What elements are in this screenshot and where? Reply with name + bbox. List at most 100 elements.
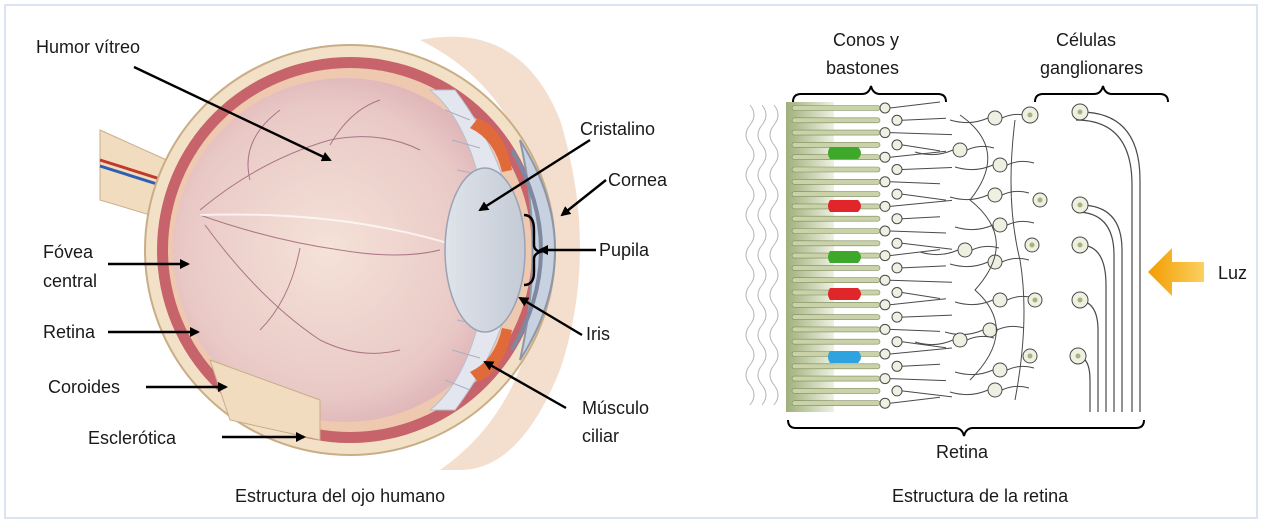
- rod-nucleus-10: [892, 214, 902, 224]
- rod-nucleus-25: [880, 398, 890, 408]
- rod-3: [792, 130, 880, 135]
- rod-18: [792, 315, 880, 320]
- rod-nucleus-22: [892, 361, 902, 371]
- rod-axon-16: [902, 293, 940, 299]
- rod-nucleus-9: [880, 201, 890, 211]
- label-musculo-line2: ciliar: [582, 426, 619, 446]
- rod-axon-1: [890, 102, 940, 108]
- bipolar-cell-10: [953, 143, 967, 157]
- rod-axon-2: [902, 118, 946, 120]
- brace-conos: [793, 86, 946, 102]
- rod-axon-25: [890, 397, 940, 403]
- bipolar-cell-12: [953, 333, 967, 347]
- rod-15: [792, 278, 880, 283]
- bipolar-cell-8: [993, 363, 1007, 377]
- rod-nucleus-7: [880, 177, 890, 187]
- rod-nucleus-23: [880, 374, 890, 384]
- cone-green-2: [828, 251, 861, 263]
- brace-celulas: [1035, 86, 1168, 102]
- bipolar-cell-9: [988, 383, 1002, 397]
- rod-10: [792, 216, 880, 221]
- label-fovea-line2: central: [43, 271, 97, 291]
- label-fovea-line1: Fóvea: [43, 242, 94, 262]
- label-retina-bottom: Retina: [936, 442, 989, 462]
- label-musculo-line1: Músculo: [582, 398, 649, 418]
- light-arrow: [1148, 248, 1204, 296]
- rod-7: [792, 179, 880, 184]
- rod-12: [792, 241, 880, 246]
- brace-retina: [788, 420, 1144, 436]
- rod-axon-12: [902, 243, 952, 249]
- label-celulas-line2: ganglionares: [1040, 58, 1143, 78]
- rod-axon-22: [902, 364, 940, 366]
- rod-axon-6: [902, 168, 952, 170]
- rod-axon-23: [890, 379, 946, 381]
- rod-25: [792, 401, 880, 406]
- neuron-network: [890, 102, 1034, 403]
- rod-axon-17: [890, 299, 946, 305]
- cone-red-2: [828, 288, 861, 300]
- rod-20: [792, 339, 880, 344]
- rod-8: [792, 192, 880, 197]
- rod-11: [792, 229, 880, 234]
- rod-nucleus-13: [880, 251, 890, 261]
- ganglion-axons: [1076, 112, 1140, 412]
- lens: [445, 168, 525, 332]
- rod-22: [792, 364, 880, 369]
- label-luz: Luz: [1218, 263, 1247, 283]
- rod-nucleus-11: [880, 226, 890, 236]
- rod-axon-8: [902, 194, 946, 200]
- rod-nucleus-18: [892, 312, 902, 322]
- ganglion-cells: [1022, 104, 1088, 364]
- rod-1: [792, 106, 880, 111]
- rod-nucleus-4: [892, 140, 902, 150]
- rod-axon-10: [902, 217, 940, 219]
- rod-nucleus-19: [880, 324, 890, 334]
- rod-nucleus-6: [892, 165, 902, 175]
- label-iris: Iris: [586, 324, 610, 344]
- label-celulas-line1: Células: [1056, 30, 1116, 50]
- label-esclerotica: Esclerótica: [88, 428, 177, 448]
- label-retina: Retina: [43, 322, 96, 342]
- rod-axon-19: [890, 329, 940, 331]
- label-conos-line2: bastones: [826, 58, 899, 78]
- rod-6: [792, 167, 880, 172]
- bipolar-cell-3: [988, 188, 1002, 202]
- rod-nucleus-12: [892, 238, 902, 248]
- rod-nucleus-2: [892, 115, 902, 125]
- bipolar-cell-11: [958, 243, 972, 257]
- rod-nucleus-20: [892, 337, 902, 347]
- rod-axon-20: [902, 342, 946, 348]
- rod-nucleus-8: [892, 189, 902, 199]
- rod-nucleus-1: [880, 103, 890, 113]
- rod-axon-24: [902, 391, 952, 397]
- rod-4: [792, 142, 880, 147]
- rod-axon-15: [890, 280, 952, 282]
- rod-axon-3: [890, 133, 952, 135]
- caption-retina: Estructura de la retina: [892, 486, 1069, 506]
- rod-14: [792, 265, 880, 270]
- label-humor-vitreo: Humor vítreo: [36, 37, 140, 57]
- rod-axon-4: [902, 145, 940, 151]
- rod-axon-21: [890, 348, 952, 354]
- eye-illustration: [100, 37, 580, 470]
- rod-axon-9: [890, 200, 952, 206]
- bipolar-cell-7: [983, 323, 997, 337]
- bipolar-cell-1: [988, 111, 1002, 125]
- retina-illustration: [746, 102, 1140, 412]
- label-cristalino: Cristalino: [580, 119, 655, 139]
- rod-axon-14: [902, 266, 946, 268]
- rod-nucleus-14: [892, 263, 902, 273]
- label-cornea: Cornea: [608, 170, 668, 190]
- bipolar-cell-6: [993, 293, 1007, 307]
- label-conos-line1: Conos y: [833, 30, 899, 50]
- bipolar-cell-4: [993, 218, 1007, 232]
- cone-blue: [828, 351, 861, 363]
- rod-nucleus-3: [880, 128, 890, 138]
- rod-nucleus-21: [880, 349, 890, 359]
- rod-nucleus-16: [892, 288, 902, 298]
- rod-axon-11: [890, 231, 946, 233]
- caption-eye: Estructura del ojo humano: [235, 486, 445, 506]
- cone-red-1: [828, 200, 861, 212]
